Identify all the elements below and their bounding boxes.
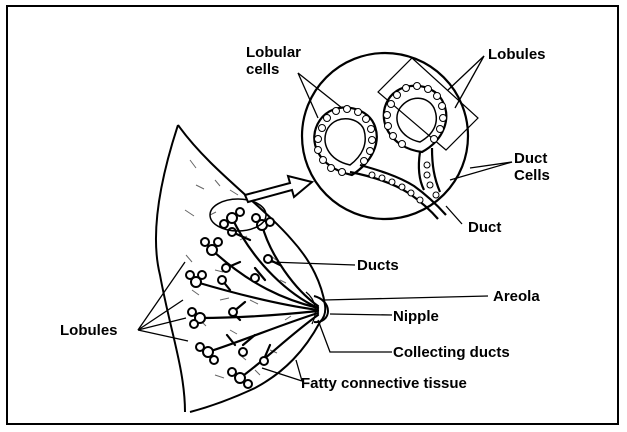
label-collecting-ducts: Collecting ducts	[393, 344, 510, 361]
label-ducts: Ducts	[357, 257, 399, 274]
label-lobules-detail: Lobules	[488, 46, 546, 63]
magnified-view-circle	[302, 53, 468, 219]
label-fatty-connective-tissue: Fatty connective tissue	[301, 375, 467, 392]
magnify-arrow	[245, 176, 312, 202]
label-lobules: Lobules	[60, 322, 118, 339]
label-areola: Areola	[493, 288, 540, 305]
label-lobular-cells: Lobular cells	[246, 44, 301, 78]
label-duct: Duct	[468, 219, 501, 236]
lobule-clusters	[186, 208, 274, 388]
label-nipple: Nipple	[393, 308, 439, 325]
label-duct-cells: Duct Cells	[514, 150, 550, 184]
